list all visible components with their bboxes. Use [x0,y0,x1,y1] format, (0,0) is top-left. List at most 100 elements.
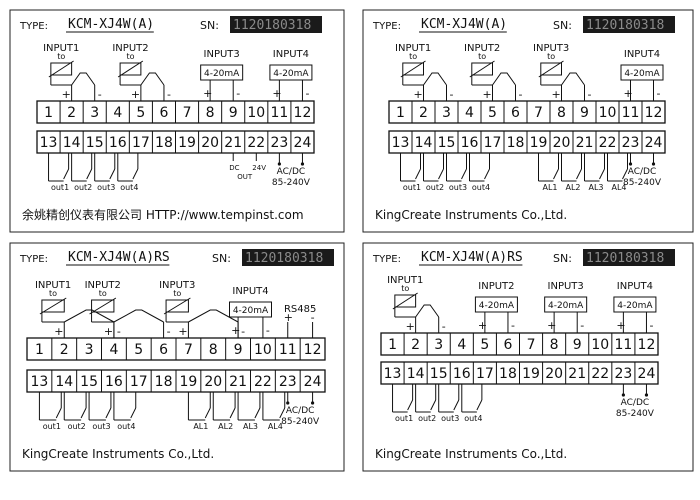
current-range-label: 4-20mA [273,69,309,79]
plus-sign: + [552,88,561,101]
terminal-number: 11 [622,105,640,121]
sn-label: SN: [212,252,231,265]
current-range-label: 4-20mA [617,301,653,311]
sensor-symbol [540,62,562,76]
switch-contact [279,407,286,419]
input-label: INPUT3 [548,281,584,292]
terminal-number: 15 [80,374,98,390]
probe-label: to [99,289,107,298]
terminal-number: 2 [411,337,420,353]
terminal-number: 6 [511,105,520,121]
plus-sign: + [483,88,492,101]
manufacturer-footer: KingCreate Instruments Co.,Ltd. [375,447,567,461]
power-terminal-dot [651,162,656,166]
terminal-number: 18 [499,366,517,382]
minus-sign: - [649,319,653,332]
terminal-number: 10 [247,105,265,121]
plus-sign: + [231,324,240,337]
terminal-number: 9 [234,342,243,358]
switch-contact [229,407,236,419]
terminal-number: 15 [86,135,104,151]
terminal-number: 23 [270,135,288,151]
terminal-number: 19 [178,135,196,151]
terminal-number: 21 [224,135,242,151]
plus-sign: + [406,320,415,333]
sensor-symbol [471,62,493,76]
input-label: INPUT1 [43,43,79,54]
terminal-number: 19 [530,135,548,151]
sensor-arrow [400,60,426,78]
relay-output-label: out4 [464,414,482,423]
panel-frame [362,242,694,472]
current-signal-box [613,296,657,313]
power-type-label: AC/DC [628,167,657,177]
alarm-output-label: AL3 [243,422,258,431]
terminal-number: 12 [304,342,322,358]
terminal-number: 22 [599,135,617,151]
current-signal-box [544,296,588,313]
terminal-number: 8 [550,337,559,353]
terminal-number: 13 [40,135,58,151]
dc-out-line3: OUT [237,173,253,181]
relay-output-label: out2 [68,422,86,431]
power-type-label: AC/DC [621,398,650,408]
terminal-number: 5 [480,337,489,353]
sensor-arrow [163,297,191,315]
terminal-number: 5 [134,342,143,358]
probe-label: to [49,289,57,298]
relay-output-label: out2 [74,183,92,192]
switch-contact [576,168,582,180]
terminal-number: 18 [155,374,173,390]
switch-contact [438,168,444,180]
terminal-number: 24 [638,366,656,382]
plus-sign: + [54,325,63,338]
plus-sign: + [478,319,487,332]
terminal-number: 10 [599,105,617,121]
current-signal-box [620,64,664,81]
model-number: KCM-XJ4W(A)RS [68,250,170,265]
model-number: KCM-XJ4W(A)RS [421,250,523,265]
dc-out-line2: 24V [252,164,266,172]
sensor-symbol [402,62,424,76]
plus-sign: + [547,319,556,332]
terminal-number: 13 [31,374,49,390]
serial-number: 1120180318 [245,251,323,266]
power-type-label: AC/DC [277,167,306,177]
switch-contact [130,407,137,419]
manufacturer-footer: 余姚精创仪表有限公司 HTTP://www.tempinst.com [22,207,304,222]
minus-sign: - [167,325,171,338]
type-label: TYPE: [372,254,401,265]
terminal-number: 16 [461,135,479,151]
terminal-number: 4 [465,105,474,121]
input-label: INPUT4 [232,286,268,297]
terminal-number: 3 [90,105,99,121]
terminal-number: 1 [388,337,397,353]
sn-label: SN: [553,19,572,32]
terminal-number: 10 [591,337,609,353]
terminal-number: 12 [638,337,656,353]
plus-sign: + [203,87,212,100]
terminal-number: 14 [55,374,73,390]
input-label: INPUT2 [478,281,514,292]
thermocouple-junction [492,72,516,86]
input-label: INPUT3 [204,49,240,60]
relay-output-label: out2 [418,414,436,423]
terminal-number: 7 [184,342,193,358]
terminal-number: 24 [645,135,663,151]
